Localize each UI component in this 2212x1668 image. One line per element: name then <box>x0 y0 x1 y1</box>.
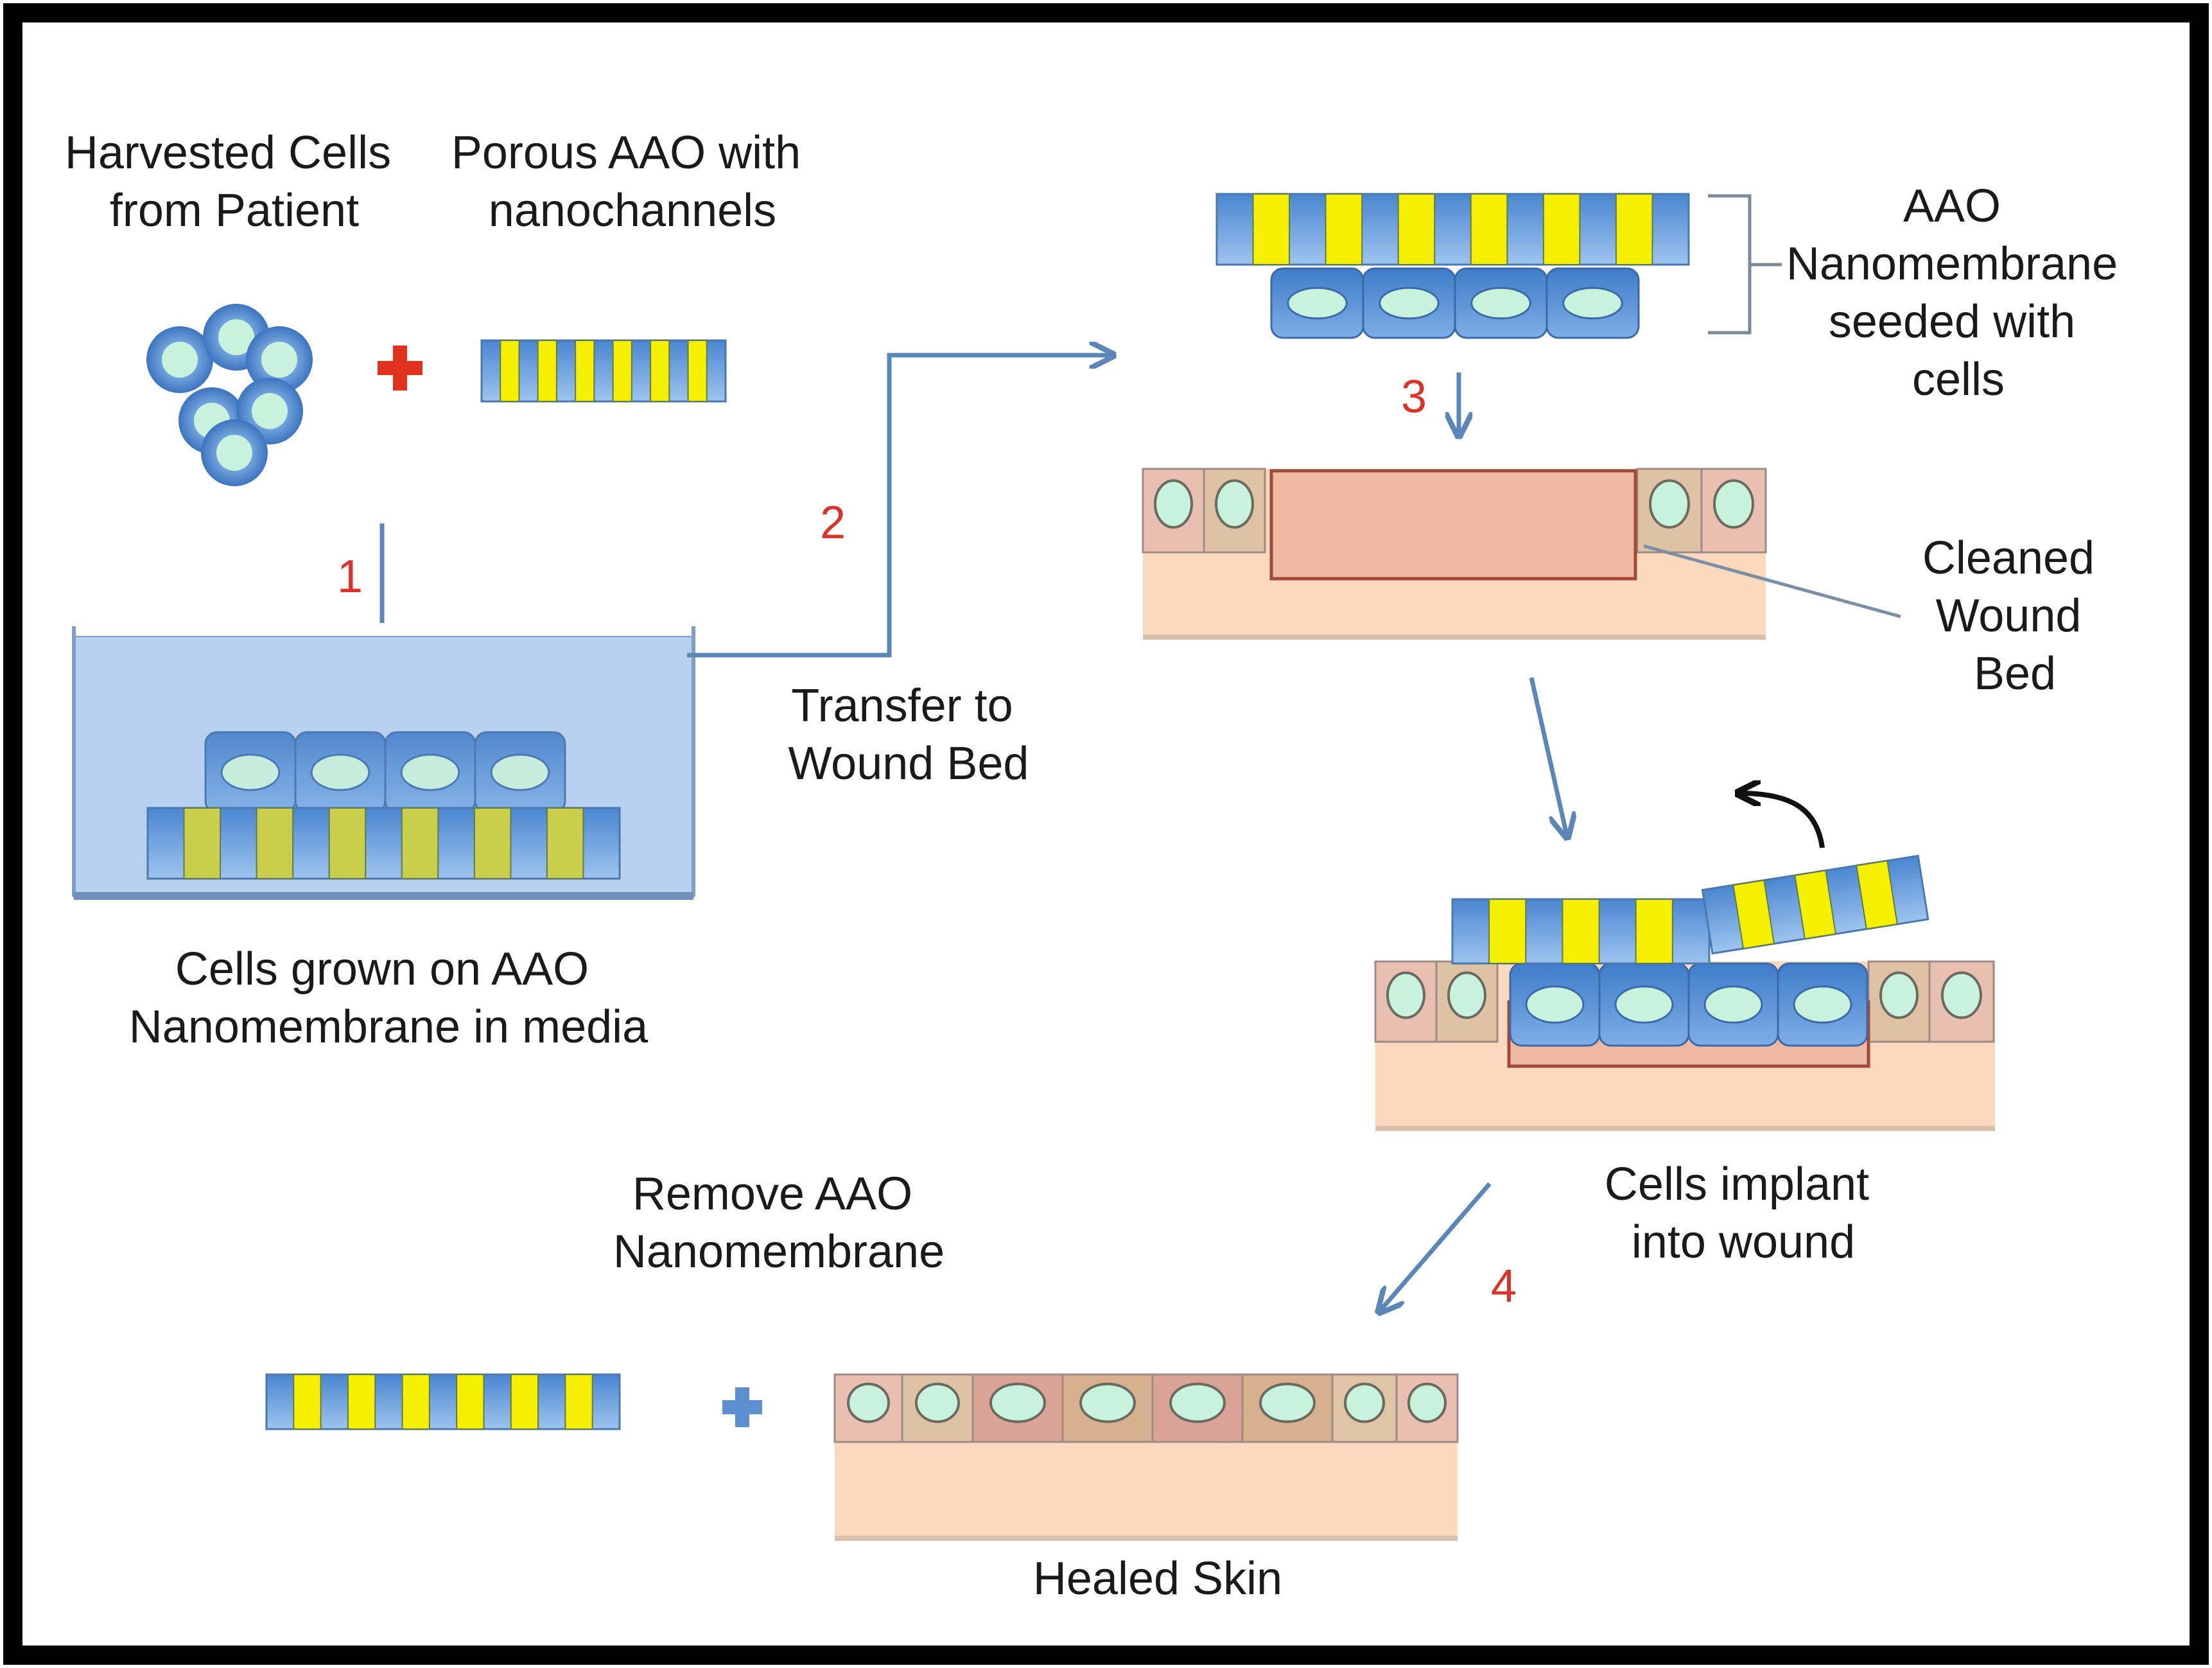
nanochannel <box>401 807 439 879</box>
step-2-arrow <box>687 355 1111 658</box>
dermis-edge <box>1375 1126 1995 1131</box>
membrane-body <box>480 339 727 403</box>
plus-icon <box>378 346 422 391</box>
nucleus <box>1287 286 1348 320</box>
seeded-aao-membrane <box>1215 193 1690 266</box>
nucleus <box>1525 985 1585 1024</box>
nanochannel <box>500 340 520 402</box>
skin-nucleus <box>1649 479 1690 529</box>
nanochannel <box>1562 899 1600 964</box>
aao-membrane-top <box>480 339 727 403</box>
nanochannel <box>1488 899 1527 964</box>
skin-nucleus <box>1344 1382 1385 1423</box>
removed-aao-membrane <box>265 1373 621 1430</box>
nucleus <box>1614 985 1674 1024</box>
cells-implant-label: Cells implant into wound <box>1605 1159 1882 1268</box>
implant-skin <box>1374 960 1995 1131</box>
nanochannel <box>473 807 512 879</box>
nucleus <box>310 753 370 791</box>
nanochannel <box>456 1374 485 1430</box>
nanochannel <box>293 1374 322 1430</box>
dish-cell-layer <box>204 731 566 814</box>
nanochannel <box>612 340 632 402</box>
nanochannel <box>1615 193 1653 265</box>
skin-nucleus <box>1879 971 1919 1019</box>
membrane-body <box>265 1373 621 1430</box>
skin-nucleus <box>1215 479 1254 529</box>
nanochannel <box>564 1374 593 1430</box>
nanochannel <box>256 807 294 879</box>
step-4-number: 4 <box>1491 1261 1517 1312</box>
harvested-cells-cluster <box>146 304 313 486</box>
porous-aao-label: Porous AAO with nanochannels <box>451 127 814 236</box>
lifting-aao-membrane <box>1451 854 1929 965</box>
nanochannel <box>546 807 584 879</box>
nanochannel <box>1252 193 1291 265</box>
nanochannel <box>183 807 222 879</box>
nanochannel <box>1856 859 1899 930</box>
membrane-body <box>146 807 621 880</box>
nanochannel <box>537 340 557 402</box>
aao-seeded-label: AAO Nanomembrane seeded with cells <box>1786 180 2130 405</box>
nucleus <box>220 753 281 791</box>
nanochannel <box>1397 193 1436 265</box>
nanochannel <box>1325 193 1363 265</box>
nanochannel <box>401 1374 430 1430</box>
nucleus <box>490 753 550 791</box>
nucleus <box>1379 286 1440 320</box>
nanochannel <box>1542 193 1581 265</box>
skin-nucleus <box>1079 1382 1136 1423</box>
nucleus <box>1703 985 1763 1024</box>
dermis-edge <box>835 1536 1458 1541</box>
nucleus <box>1562 286 1623 320</box>
nucleus <box>1470 286 1531 320</box>
blue-plus-icon <box>722 1387 762 1427</box>
cleaned-wound-label: Cleaned Wound Bed <box>1922 532 2107 699</box>
wound-cavity <box>1269 469 1637 581</box>
nanochannel <box>575 340 595 402</box>
nanochannel <box>1635 899 1673 964</box>
membrane-tilted-part <box>1701 854 1929 955</box>
dish-aao-membrane <box>146 807 621 880</box>
membrane-body <box>1215 193 1690 266</box>
to-implant-arrow <box>1529 677 1567 835</box>
nucleus <box>400 753 460 791</box>
peel-arrow <box>1740 793 1825 848</box>
transfer-label: Transfer to Wound Bed <box>788 680 1029 789</box>
wound-leader-line <box>1643 544 1901 619</box>
skin-nucleus <box>1259 1382 1316 1423</box>
nanochannel <box>1470 193 1508 265</box>
nanochannel <box>1732 879 1775 949</box>
cells-grown-label: Cells grown on AAO Nanomembrane in media <box>129 944 649 1053</box>
nanochannel <box>510 1374 539 1430</box>
healed-skin <box>833 1373 1459 1541</box>
skin-nucleus <box>915 1382 960 1423</box>
healed-skin-label: Healed Skin <box>1033 1553 1282 1604</box>
nanochannel <box>1794 870 1837 940</box>
skin-nucleus <box>1386 971 1425 1019</box>
remove-aao-label: Remove AAO Nanomembrane <box>613 1168 945 1277</box>
skin-nucleus <box>1169 1382 1226 1423</box>
step-1-number: 1 <box>337 551 363 602</box>
skin-nucleus <box>1713 479 1754 529</box>
step-4-arrow <box>1380 1182 1492 1310</box>
nanochannel <box>650 340 670 402</box>
skin-nucleus <box>847 1382 890 1423</box>
skin-nucleus <box>1447 971 1486 1019</box>
seeded-cell-layer <box>1270 267 1640 339</box>
nanochannel <box>328 807 367 879</box>
dermis-edge <box>1143 635 1766 640</box>
skin-nucleus <box>1941 971 1982 1019</box>
nanochannel <box>347 1374 376 1430</box>
skin-nucleus <box>1407 1382 1447 1423</box>
step-2-number: 2 <box>820 497 846 549</box>
harvested-cells-label: Harvested Cells from Patient <box>65 127 404 236</box>
skin-nucleus <box>989 1382 1046 1423</box>
skin-nucleus <box>1154 479 1193 529</box>
nucleus <box>1793 985 1852 1024</box>
wound-bed-skin <box>1142 468 1767 640</box>
nanochannel <box>687 340 708 402</box>
step-3-number: 3 <box>1401 371 1427 423</box>
